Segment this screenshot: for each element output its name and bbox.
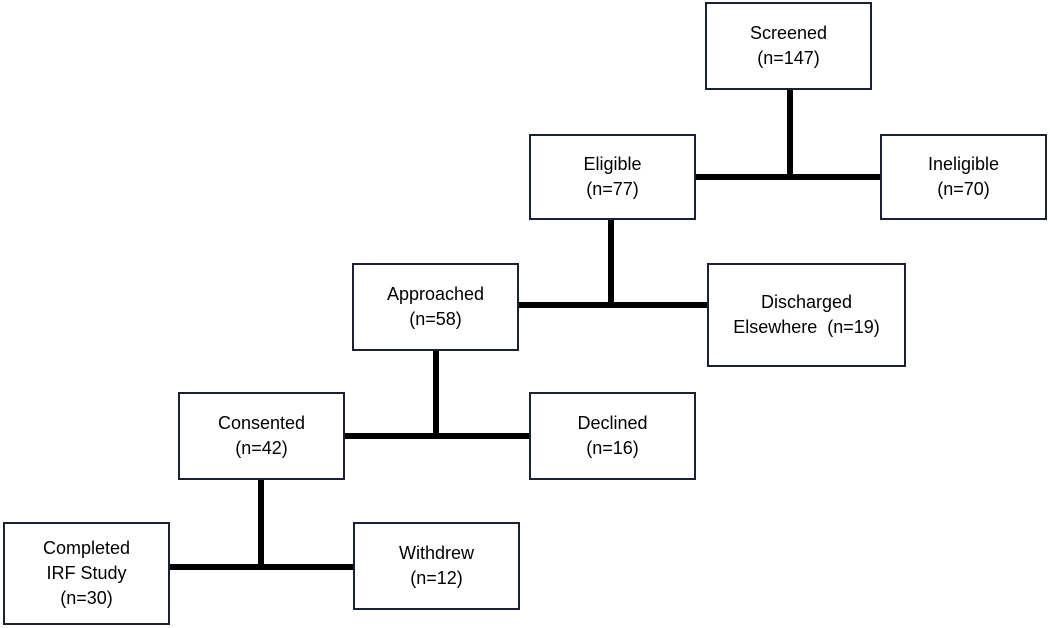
connector-consented-declined bbox=[344, 433, 530, 439]
connector-eligible-ineligible bbox=[695, 174, 881, 180]
screened-box: Screened (n=147) bbox=[705, 2, 872, 90]
connector-eligible-stem bbox=[608, 219, 614, 306]
withdrew-label: Withdrew bbox=[398, 543, 474, 563]
consented-count: (n=42) bbox=[235, 438, 288, 458]
connector-consented-stem bbox=[258, 480, 264, 567]
approached-label: Approached bbox=[386, 284, 485, 304]
discharged-elsewhere-box: Discharged Elsewhere (n=19) bbox=[707, 263, 906, 367]
declined-count: (n=16) bbox=[586, 438, 639, 458]
withdrew-count: (n=12) bbox=[410, 568, 463, 588]
consented-label: Consented bbox=[217, 413, 306, 433]
connector-completed-withdrew bbox=[168, 564, 354, 570]
completed-irf-study-box: Completed IRF Study (n=30) bbox=[3, 522, 170, 625]
connector-approached-discharged bbox=[518, 302, 708, 308]
completed-label: Completed bbox=[42, 538, 131, 558]
ineligible-box: Ineligible (n=70) bbox=[880, 134, 1047, 220]
eligible-label: Eligible bbox=[583, 154, 642, 174]
declined-box: Declined (n=16) bbox=[529, 392, 696, 480]
withdrew-box: Withdrew (n=12) bbox=[353, 522, 520, 610]
ineligible-label: Ineligible bbox=[927, 154, 1000, 174]
consented-box: Consented (n=42) bbox=[178, 392, 345, 480]
connector-screened-stem bbox=[787, 89, 793, 179]
approached-box: Approached (n=58) bbox=[352, 263, 519, 351]
screened-label: Screened bbox=[749, 23, 828, 43]
discharged-count: Elsewhere (n=19) bbox=[733, 317, 880, 337]
completed-label-line2: IRF Study bbox=[46, 563, 127, 583]
connector-approached-stem bbox=[433, 350, 439, 436]
discharged-label: Discharged bbox=[760, 292, 853, 312]
completed-count: (n=30) bbox=[60, 588, 113, 608]
approached-count: (n=58) bbox=[409, 309, 462, 329]
ineligible-count: (n=70) bbox=[937, 179, 990, 199]
screened-count: (n=147) bbox=[757, 48, 820, 68]
eligible-box: Eligible (n=77) bbox=[529, 134, 696, 220]
eligible-count: (n=77) bbox=[586, 179, 639, 199]
declined-label: Declined bbox=[577, 413, 648, 433]
